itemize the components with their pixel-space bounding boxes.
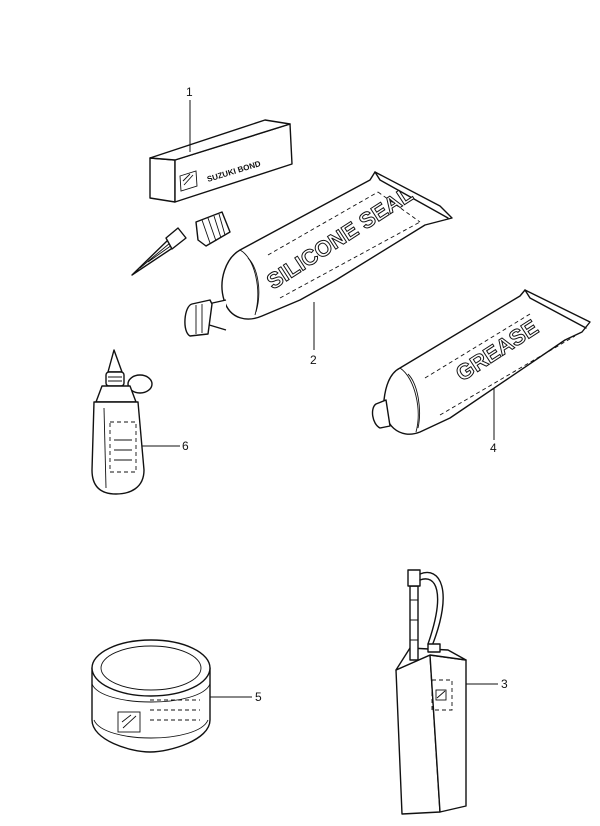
part-1-nozzle [131, 211, 231, 276]
callout-4: 4 [490, 441, 497, 455]
part-2-silicone-tube: SILICONE SEAL [184, 171, 453, 337]
part-5-tin [91, 639, 211, 753]
part-3-can [395, 569, 467, 815]
callout-5: 5 [255, 690, 262, 704]
callout-6: 6 [182, 439, 189, 453]
callout-1: 1 [186, 85, 193, 99]
part-4-grease-tube: GREASE [371, 289, 591, 435]
callout-2: 2 [310, 353, 317, 367]
part-6-bottle [91, 349, 153, 495]
part-1-bond-box: SUZUKI BOND [149, 119, 293, 203]
callout-3: 3 [501, 677, 508, 691]
